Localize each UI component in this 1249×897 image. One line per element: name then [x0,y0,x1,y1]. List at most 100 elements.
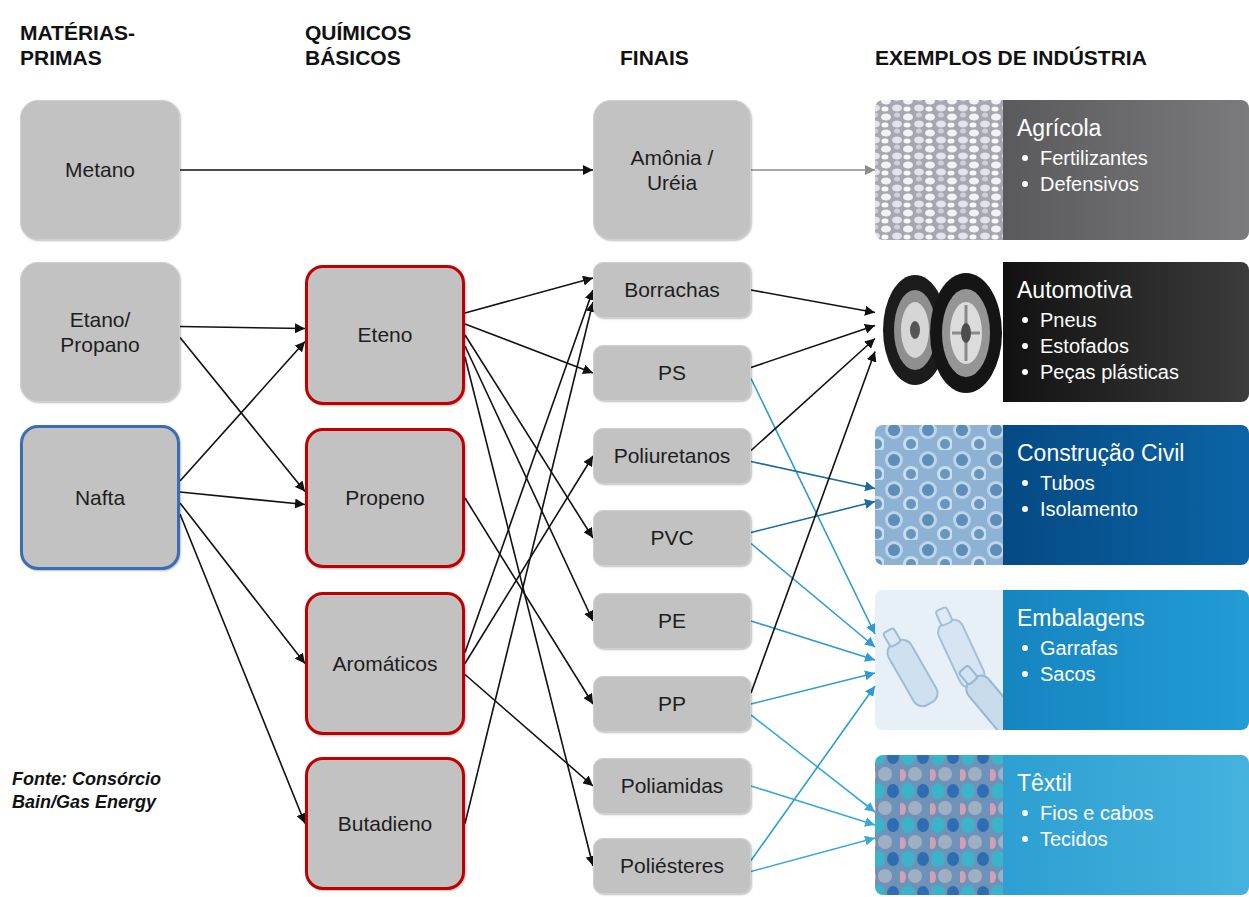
box-label: Poliésteres [620,853,724,878]
industry-item: Defensivos [1040,171,1139,197]
box-text-wrap: Nafta [75,485,125,510]
industry-item: Garrafas [1040,635,1118,661]
industry-heading: Têxtil [1017,769,1072,798]
bullet-row: Fertilizantes [1017,145,1241,171]
bullet-dot [1022,671,1028,677]
connector-arrow [465,357,593,866]
process-box: Butadieno [305,757,465,890]
bullet-row: Tubos [1017,470,1241,496]
industry-item: Tubos [1040,470,1095,496]
industry-heading: Agrícola [1017,114,1101,143]
process-box: PP [593,676,751,732]
box-label: Poliuretanos [614,443,731,468]
industry-item: Fertilizantes [1040,145,1148,171]
process-box: Poliamidas [593,758,751,814]
bullet-row: Isolamento [1017,496,1241,522]
bullet-row: Tecidos [1017,826,1241,852]
box-label: PP [658,691,686,716]
process-box: Etano/ Propano [20,262,180,402]
box-text-wrap: Amônia / Uréia [622,145,722,195]
bullet-row: Sacos [1017,661,1241,687]
connector-arrow [180,342,305,482]
connector-arrow [751,502,875,533]
box-label: Etano/ Propano [53,307,148,357]
process-box: PS [593,345,751,401]
connector-arrow [180,514,305,824]
industry-panel: AgrícolaFertilizantesDefensivos [875,100,1249,240]
process-box: Poliésteres [593,838,751,894]
box-text-wrap: PS [658,360,686,385]
box-text-wrap: Eteno [358,322,413,347]
connector-arrow [751,838,875,872]
box-text-wrap: Poliésteres [620,853,724,878]
connector-arrow [465,675,593,787]
box-label: Nafta [75,485,125,510]
box-label: PE [658,608,686,633]
bullet-row: Peças plásticas [1017,359,1241,385]
connector-arrow [751,290,875,313]
connector-arrow [751,686,875,861]
process-box: Poliuretanos [593,428,751,484]
connector-arrow [465,498,593,704]
connector-arrow [180,169,593,171]
connector-arrow [751,326,875,368]
industry-heading-row: Construção Civil [1017,439,1241,468]
bullet-dot [1022,810,1028,816]
source-note: Fonte: Consórcio Bain/Gas Energy [12,768,192,813]
box-text-wrap: PE [658,608,686,633]
industry-panel: TêxtilFios e cabosTecidos [875,755,1249,895]
industry-item: Sacos [1040,661,1096,687]
connector-arrow [465,346,593,621]
connector-arrow [751,462,875,489]
industry-panel: AutomotivaPneusEstofadosPeças plásticas [875,262,1249,402]
connector-arrow [751,352,875,694]
bullet-dot [1022,369,1028,375]
box-text-wrap: Borrachas [624,277,720,302]
process-box: PE [593,593,751,649]
connector-arrow [180,503,305,664]
bullet-dot [1022,506,1028,512]
connector-arrow [180,338,305,492]
process-box: PVC [593,510,751,566]
box-text-wrap: Propeno [345,485,424,510]
industry-heading-row: Têxtil [1017,769,1241,798]
industry-label-panel: TêxtilFios e cabosTecidos [1003,755,1249,895]
box-label: Eteno [358,322,413,347]
industry-heading-row: Agrícola [1017,114,1241,143]
box-label: Poliamidas [621,773,724,798]
bullet-dot [1022,480,1028,486]
process-box: Eteno [305,265,465,405]
industry-label-panel: Construção CivilTubosIsolamento [1003,425,1249,565]
bullet-row: Defensivos [1017,171,1241,197]
industry-heading-row: Automotiva [1017,276,1241,305]
process-box: Metano [20,100,180,240]
bullet-row: Garrafas [1017,635,1241,661]
box-label: PVC [650,525,693,550]
industry-heading: Automotiva [1017,276,1132,305]
column-header: MATÉRIAS-PRIMAS [20,20,170,70]
industry-item: Tecidos [1040,826,1108,852]
bullet-dot [1022,155,1028,161]
connector-arrow [180,492,305,505]
industry-item: Pneus [1040,307,1097,333]
connector-arrow [751,786,875,825]
process-box: Borrachas [593,262,751,318]
box-text-wrap: PVC [650,525,693,550]
column-header: QUÍMICOS BÁSICOS [305,20,440,70]
connector-arrow [751,544,875,648]
connector-arrow [751,169,875,171]
industry-heading: Embalagens [1017,604,1145,633]
box-label: Amônia / Uréia [622,145,722,195]
process-box: Aromáticos [305,592,465,735]
connector-arrow [751,339,875,451]
box-text-wrap: PP [658,691,686,716]
industry-label-panel: AgrícolaFertilizantesDefensivos [1003,100,1249,240]
box-label: Aromáticos [332,651,437,676]
industry-item: Isolamento [1040,496,1138,522]
box-label: Propeno [345,485,424,510]
industry-item: Estofados [1040,333,1129,359]
industry-panel: EmbalagensGarrafasSacos [875,590,1249,730]
bullet-dot [1022,317,1028,323]
box-label: Butadieno [338,811,433,836]
connector-arrow [465,302,593,824]
